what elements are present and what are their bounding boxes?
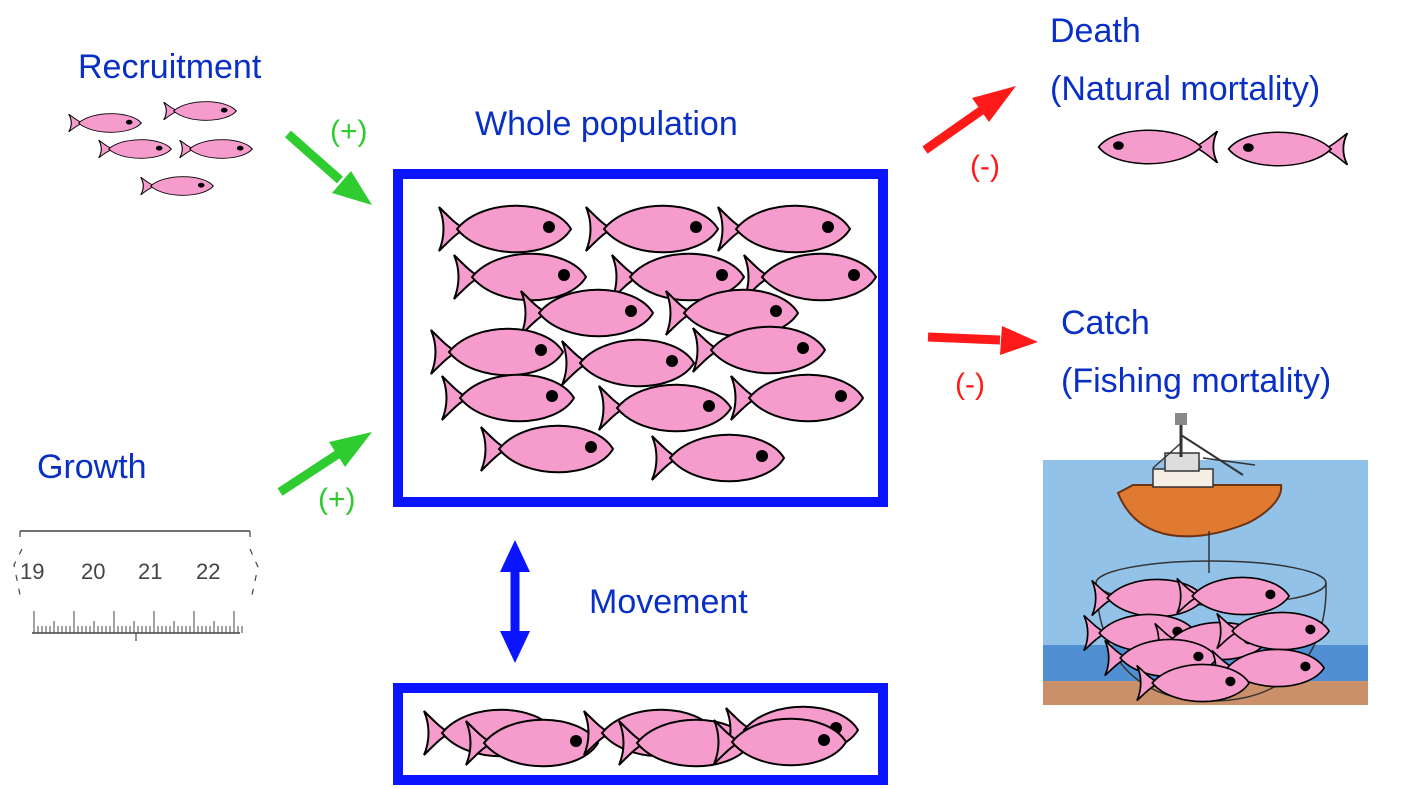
fish-icon: [480, 424, 614, 474]
catch-label: Catch: [1061, 304, 1150, 342]
growth-plus-sign: (+): [318, 483, 356, 516]
fish-icon: [1097, 129, 1219, 165]
death-arrow: [922, 86, 1016, 154]
sub-population-box: [393, 683, 888, 785]
fish-icon: [453, 252, 587, 302]
growth-label: Growth: [37, 448, 147, 486]
fishing-mortality-label: (Fishing mortality): [1061, 362, 1332, 400]
whole-population-fish: [430, 204, 877, 483]
fish-icon: [163, 101, 237, 121]
death-minus-sign: (-): [970, 150, 1000, 183]
fish-icon: [561, 338, 695, 388]
recruitment-fish-school: [68, 101, 253, 196]
growth-arrow: [277, 432, 372, 496]
ruler-tick-label: 21: [138, 559, 162, 584]
dead-fish-group: [1097, 129, 1349, 167]
recruitment-label: Recruitment: [78, 48, 262, 86]
recruitment-plus-sign: (+): [330, 115, 368, 148]
fish-icon: [441, 373, 575, 423]
sub-population-fish: [423, 705, 859, 768]
fish-icon: [651, 433, 785, 483]
fish-icon: [730, 373, 864, 423]
ruler-tick-label: 19: [20, 559, 44, 584]
ruler-illustration: 19 20 21 22: [10, 525, 265, 645]
boat-icon: [1116, 413, 1283, 538]
natural-mortality-label: (Natural mortality): [1050, 70, 1321, 108]
fish-icon: [430, 327, 564, 377]
whole-population-box: [393, 169, 888, 507]
fish-icon: [179, 139, 253, 159]
fishing-scene-illustration: [1043, 413, 1368, 710]
catch-minus-sign: (-): [955, 368, 985, 401]
movement-arrow: [500, 540, 530, 663]
whole-population-label: Whole population: [475, 105, 738, 143]
catch-arrow: [927, 326, 1038, 355]
fish-icon: [438, 204, 572, 254]
fish-icon: [692, 325, 826, 375]
fish-icon: [140, 176, 214, 196]
movement-label: Movement: [589, 583, 748, 621]
ruler-tick-label: 22: [196, 559, 220, 584]
fish-icon: [98, 139, 172, 159]
fish-icon: [717, 204, 851, 254]
fish-icon: [585, 204, 719, 254]
fish-icon: [598, 383, 732, 433]
fish-icon: [68, 113, 142, 133]
ruler-tick-label: 20: [81, 559, 105, 584]
fish-icon: [1227, 131, 1349, 167]
recruitment-arrow: [285, 130, 372, 205]
death-label: Death: [1050, 12, 1141, 50]
